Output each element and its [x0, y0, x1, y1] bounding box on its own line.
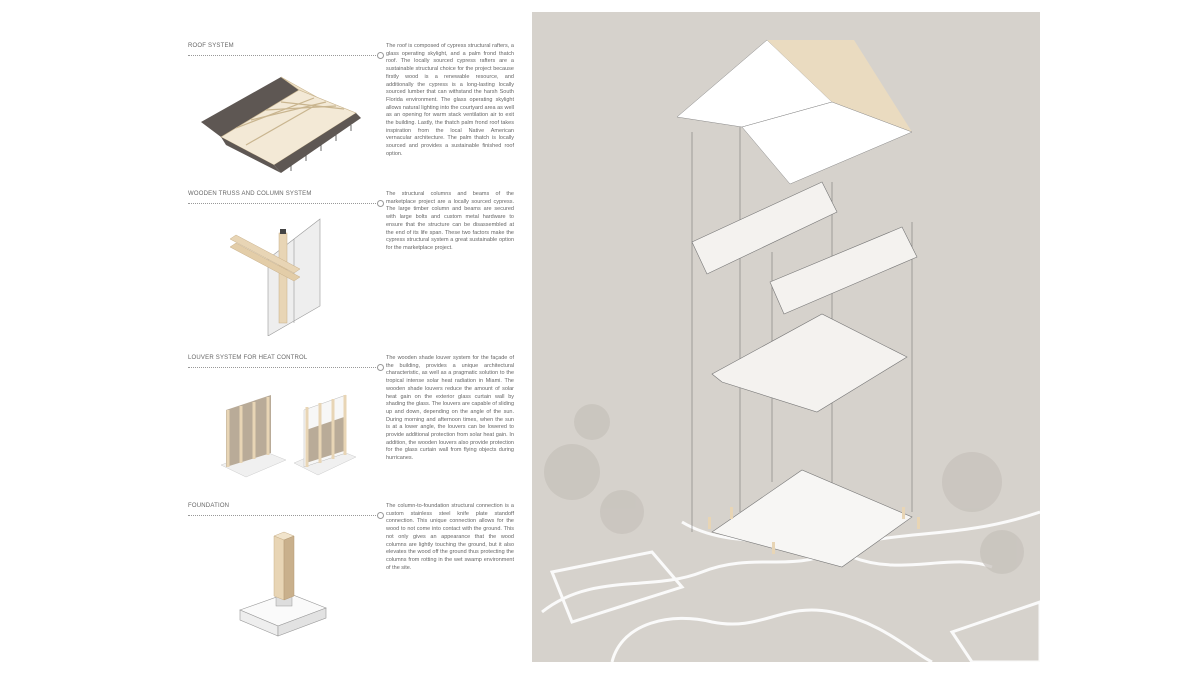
section-roof-system: ROOF SYSTEM The roof is composed of cypr… [188, 43, 518, 183]
leader-line [188, 55, 378, 56]
section-description: The wooden shade louver system for the f… [386, 355, 515, 462]
section-wooden-truss: WOODEN TRUSS AND COLUMN SYSTEM The struc… [188, 191, 518, 341]
leader-line [188, 367, 378, 368]
section-description: The structural columns and beams of the … [386, 191, 514, 251]
section-foundation: FOUNDATION The column-to-foundation stru… [188, 503, 518, 643]
roof-system-illustration [201, 76, 361, 173]
upper-floor-layer [691, 181, 918, 413]
section-title: ROOF SYSTEM [188, 43, 234, 49]
section-title: LOUVER SYSTEM FOR HEAT CONTROL [188, 355, 308, 361]
ground-layer [711, 469, 913, 568]
column-markers [708, 507, 920, 554]
section-title: FOUNDATION [188, 503, 230, 509]
section-description: The roof is composed of cypress structur… [386, 43, 514, 157]
section-title: WOODEN TRUSS AND COLUMN SYSTEM [188, 191, 312, 197]
section-louver-system: LOUVER SYSTEM FOR HEAT CONTROL The woode… [188, 355, 518, 485]
roof-layer [676, 39, 913, 185]
leader-line [188, 515, 378, 516]
foundation-illustration [239, 531, 327, 637]
leader-end-icon [377, 364, 384, 371]
tree-shadows [544, 404, 1024, 574]
leader-end-icon [377, 512, 384, 519]
louver-system-illustration [220, 394, 357, 478]
truss-column-illustration [229, 218, 321, 336]
exploded-axonometric-drawing [541, 39, 1040, 662]
exploded-axonometric-panel [532, 12, 1040, 662]
leader-end-icon [377, 200, 384, 207]
section-description: The column-to-foundation structural conn… [386, 503, 514, 571]
leader-end-icon [377, 52, 384, 59]
leader-line [188, 203, 378, 204]
site-paths [541, 510, 1040, 662]
